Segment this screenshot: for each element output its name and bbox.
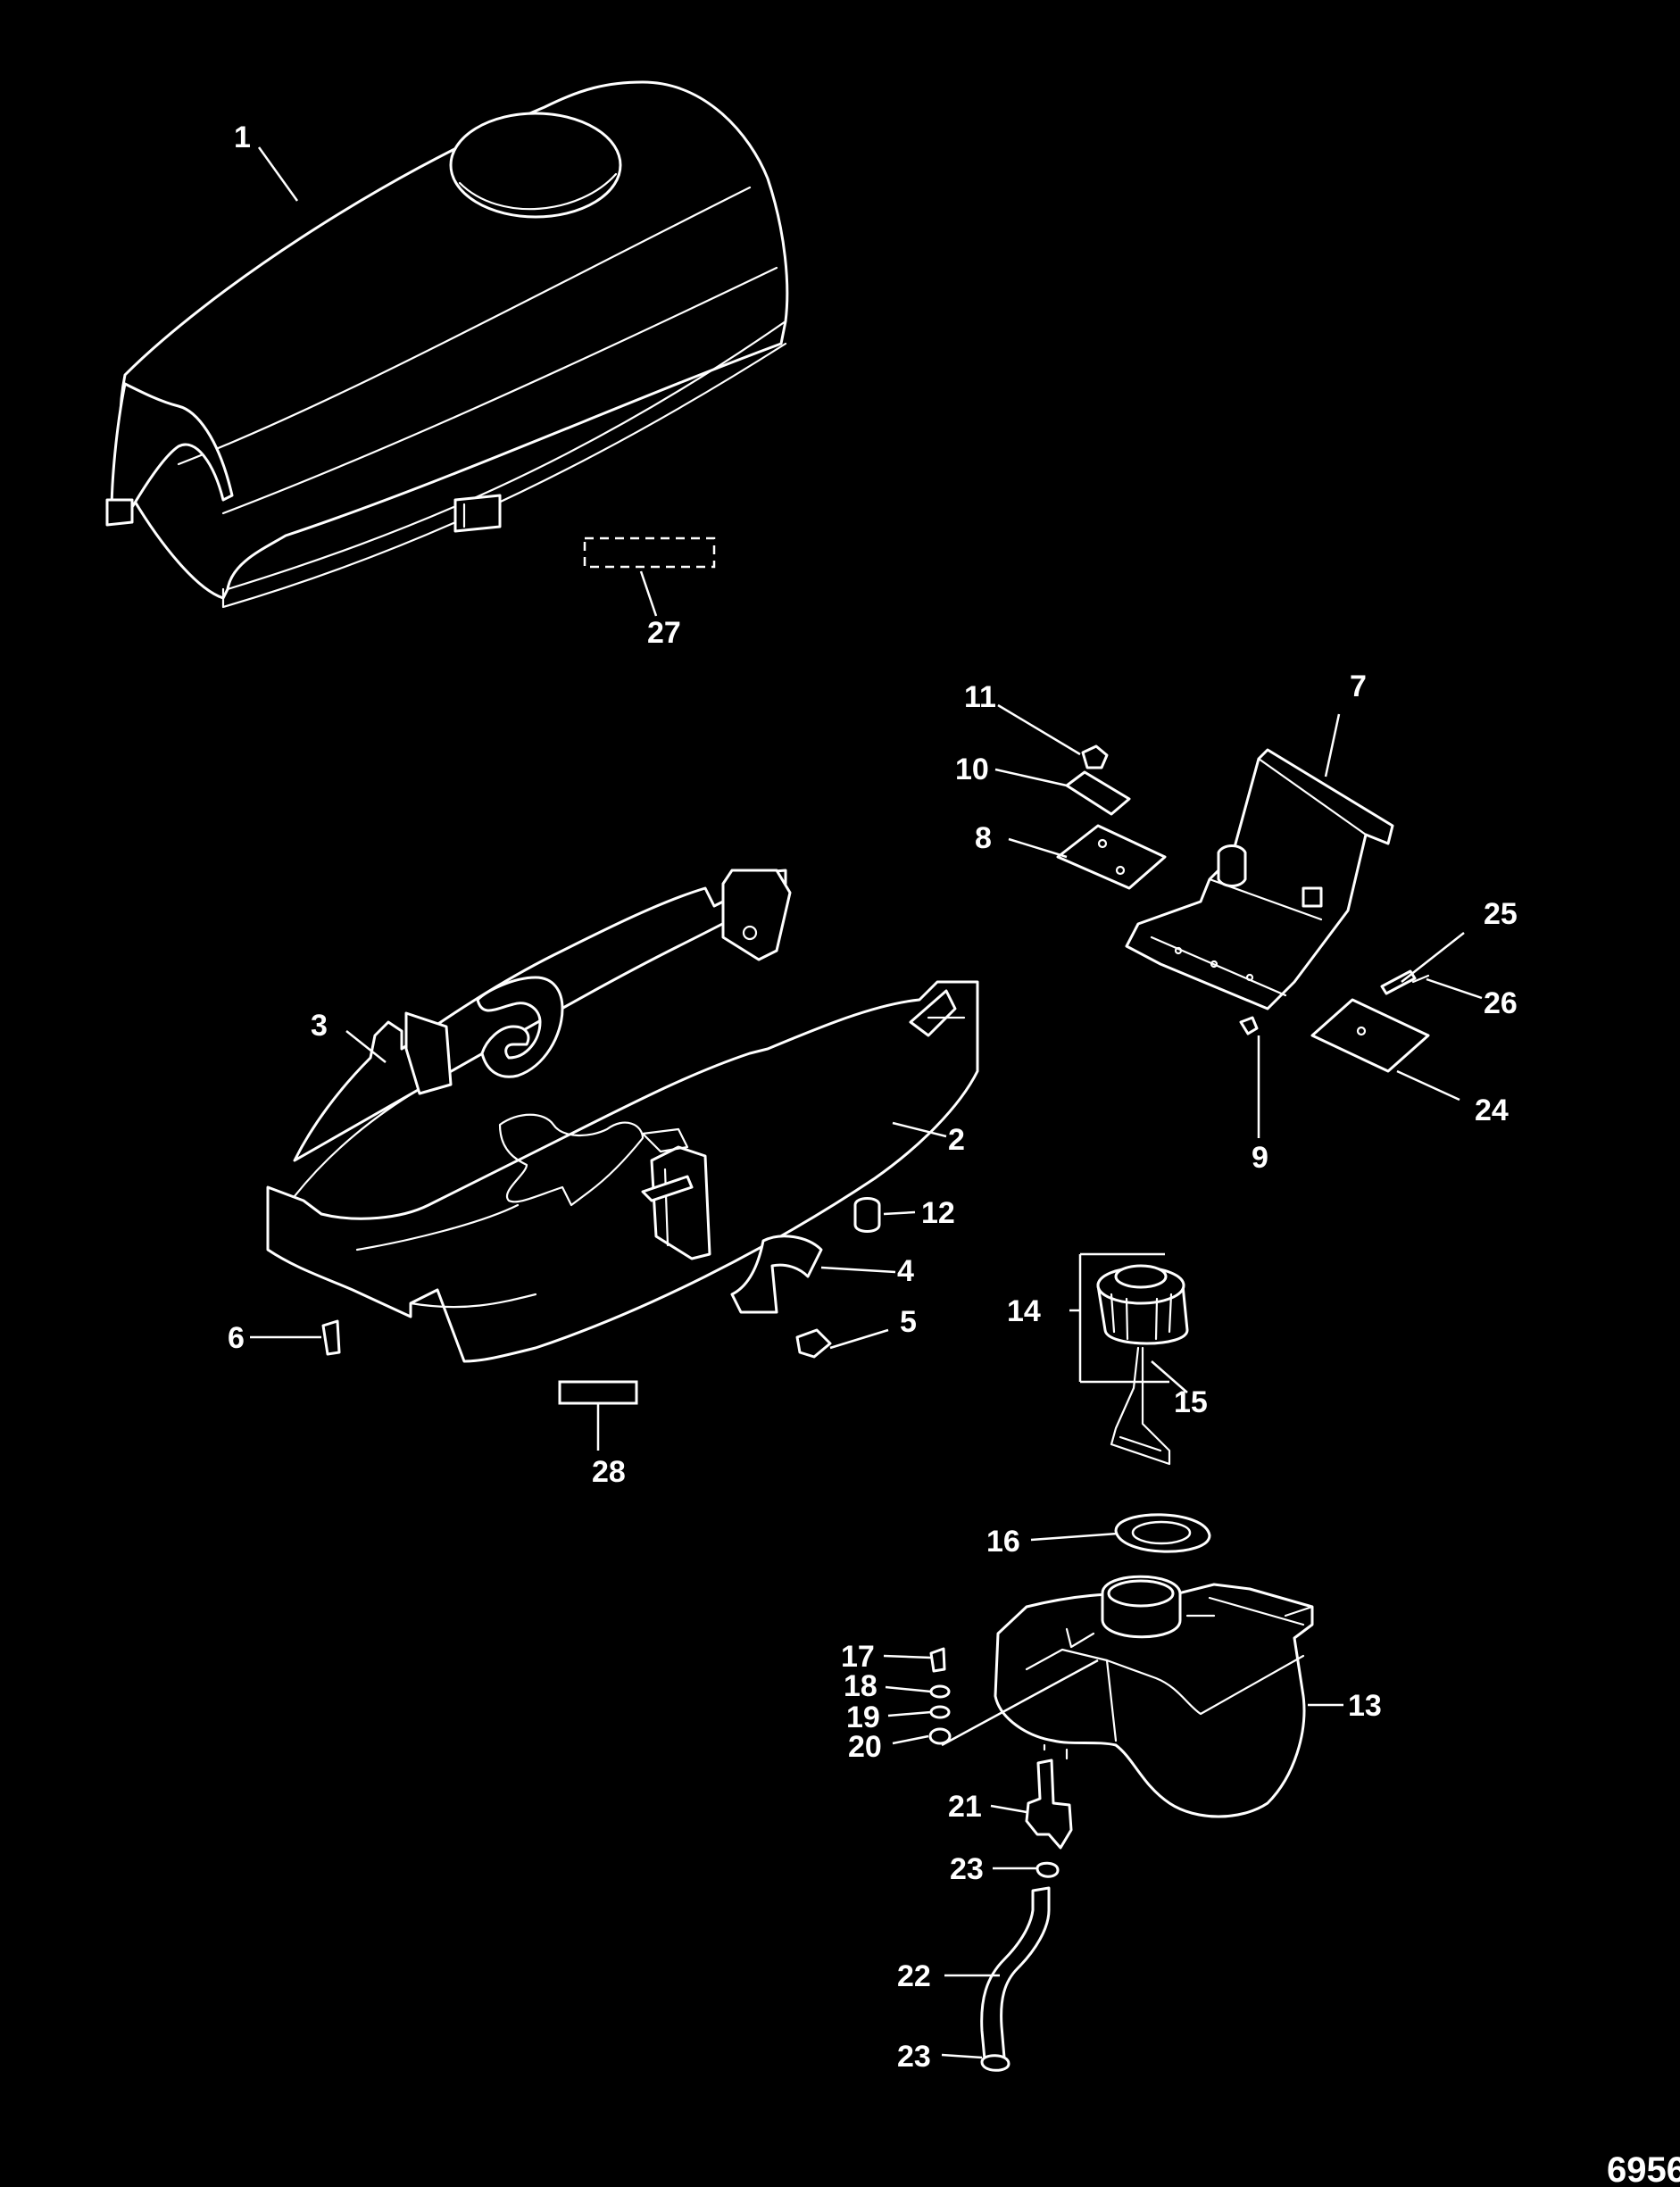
callout-10: 10 (955, 753, 989, 786)
clamp-23-upper-part (1035, 1861, 1060, 1878)
callout-2: 2 (948, 1123, 965, 1157)
washer-19-part (929, 1705, 951, 1719)
callout-20: 20 (848, 1730, 882, 1764)
screw-6-part (321, 1319, 341, 1356)
callout-27: 27 (647, 616, 681, 650)
fuel-tank-part (994, 1575, 1314, 1818)
callout-28: 28 (592, 1455, 626, 1489)
callout-6: 6 (228, 1321, 245, 1355)
callout-25: 25 (1484, 897, 1518, 931)
callout-15: 15 (1174, 1385, 1208, 1419)
screw-5-part (795, 1328, 832, 1359)
top-cowl-part (105, 80, 789, 609)
callout-3: 3 (311, 1009, 328, 1043)
callout-26: 26 (1484, 986, 1518, 1020)
plate-24-part (1310, 998, 1430, 1073)
bottom-cowl-part (266, 869, 979, 1363)
callout-16: 16 (986, 1525, 1020, 1559)
nut-20-part (928, 1727, 952, 1745)
clip-4-part (730, 1235, 823, 1314)
plate-10-part (1065, 770, 1131, 816)
fuel-valve-21-part (1025, 1759, 1073, 1850)
pin-26-part (1411, 974, 1430, 984)
callout-8: 8 (975, 821, 992, 855)
callout-labels: 1 27 11 7 10 8 25 26 3 24 2 9 12 4 14 6 … (228, 121, 1518, 2074)
callout-23-upper: 23 (950, 1852, 984, 1886)
hose-22-part (980, 1886, 1051, 2061)
callout-9: 9 (1252, 1141, 1268, 1175)
callout-14: 14 (1007, 1294, 1041, 1328)
callout-17: 17 (841, 1640, 875, 1674)
callout-5: 5 (900, 1305, 917, 1339)
callout-23-lower: 23 (897, 2040, 931, 2074)
screw-17-part (929, 1647, 946, 1673)
callout-22: 22 (897, 1959, 931, 1993)
callout-4: 4 (897, 1254, 914, 1288)
callout-19: 19 (846, 1701, 880, 1734)
callout-7: 7 (1350, 669, 1367, 703)
callout-24: 24 (1475, 1094, 1509, 1127)
callout-18: 18 (844, 1669, 877, 1703)
screw-9-part (1239, 1016, 1259, 1035)
washer-18-part (929, 1684, 951, 1699)
leader-lines (250, 146, 1483, 2059)
grommet-12-part (853, 1197, 881, 1233)
nut-11-part (1081, 744, 1109, 769)
decal-28-part (558, 1380, 638, 1405)
fuel-cap-part (1096, 1264, 1189, 1466)
callout-21: 21 (948, 1790, 982, 1824)
callout-12: 12 (921, 1196, 955, 1230)
mounting-bracket-part (1125, 748, 1394, 1010)
callout-11: 11 (964, 680, 996, 714)
plate-8-part (1056, 824, 1167, 890)
clamp-23-lower-part (980, 2054, 1010, 2072)
figure-id: 6956 (1607, 2150, 1680, 2187)
decal-27-part (583, 536, 716, 569)
callout-13: 13 (1348, 1689, 1382, 1723)
callout-1: 1 (234, 121, 251, 154)
